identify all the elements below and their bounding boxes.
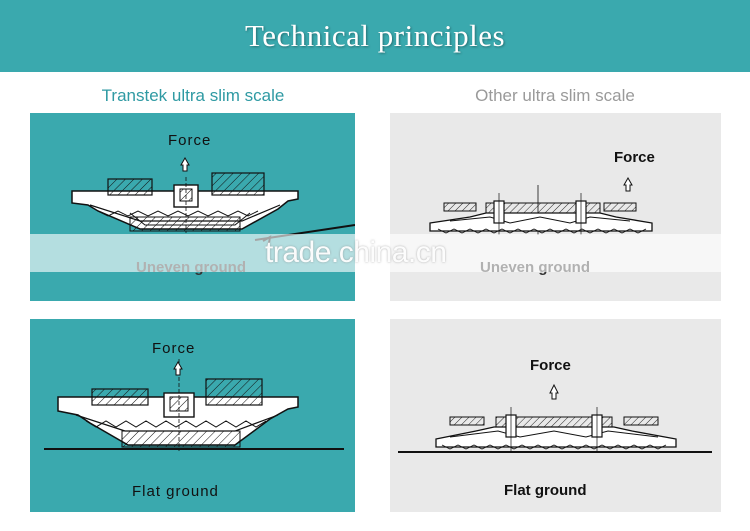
up-arrow-icon — [549, 383, 559, 400]
up-arrow-icon — [623, 176, 633, 192]
other-column-title: Other ultra slim scale — [475, 86, 635, 105]
panel-other-uneven: Force Uneven ground — [390, 113, 721, 301]
panel-transtek-uneven: Force Uneven ground — [30, 113, 355, 301]
force-label: Force — [152, 340, 196, 357]
ground-label: Flat ground — [132, 483, 219, 500]
force-label: Force — [614, 149, 655, 166]
page-title: Technical principles — [244, 18, 506, 53]
up-arrow-icon — [173, 360, 183, 376]
panel-transtek-flat: Force Flat ground — [30, 319, 355, 512]
watermark-band — [28, 234, 722, 272]
force-label: Force — [530, 357, 571, 374]
header-banner: Technical principles — [0, 0, 750, 72]
transtek-flat-diagram — [44, 359, 344, 451]
watermark-text: trade.china.cn — [265, 236, 447, 269]
force-label: Force — [168, 132, 212, 149]
transtek-uneven-diagram — [71, 156, 355, 250]
up-arrow-icon — [180, 156, 190, 172]
other-uneven-diagram — [429, 176, 653, 235]
panel-other-flat: Force Flat ground — [390, 319, 721, 512]
other-flat-diagram — [398, 383, 712, 453]
transtek-column-title: Transtek ultra slim scale — [101, 86, 285, 105]
ground-label: Flat ground — [504, 482, 587, 499]
